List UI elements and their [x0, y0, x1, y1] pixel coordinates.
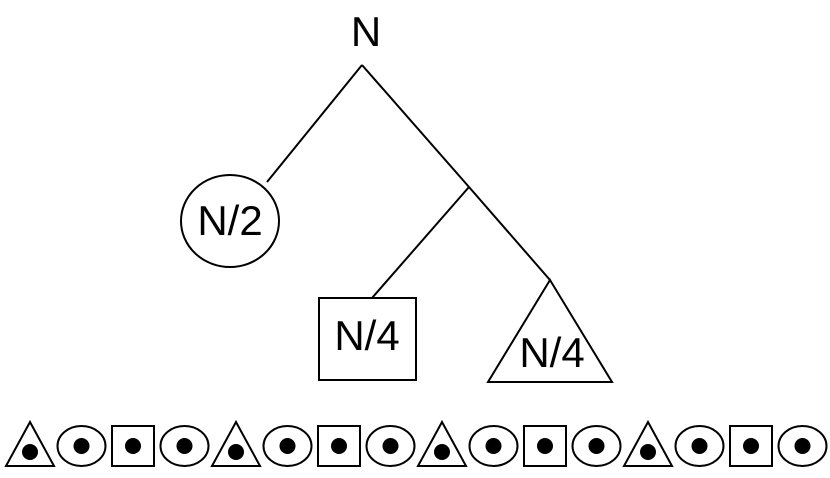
sequence-item-triangle	[416, 419, 468, 467]
sequence-dot	[331, 438, 347, 454]
triangle-node-shape	[486, 278, 614, 383]
sequence-dot	[691, 438, 708, 454]
sequence-item-circle	[262, 425, 313, 467]
sequence-dot	[743, 438, 759, 454]
square-node: N/4	[318, 297, 417, 381]
edge-branch-to-square	[371, 186, 470, 299]
edge-root-to-left	[266, 64, 363, 183]
sequence-item-circle	[159, 425, 210, 467]
sequence-item-triangle	[210, 419, 262, 467]
edge-root-to-branch	[361, 64, 470, 188]
sequence-row	[4, 419, 828, 467]
sequence-item-circle	[468, 425, 519, 467]
sequence-dot	[228, 444, 244, 460]
sequence-item-circle	[56, 425, 107, 467]
sequence-item-square	[111, 425, 155, 467]
sequence-item-triangle	[622, 419, 674, 467]
triangle-node: N/4	[486, 278, 614, 383]
sequence-item-circle	[571, 425, 622, 467]
sequence-dot	[279, 438, 296, 454]
sequence-dot	[176, 438, 193, 454]
sequence-dot	[485, 438, 502, 454]
sequence-dot	[73, 438, 90, 454]
square-node-label: N/4	[334, 312, 399, 359]
sequence-dot	[588, 438, 605, 454]
sequence-dot	[794, 438, 811, 454]
edge-branch-to-triangle	[468, 186, 551, 281]
circle-node-label: N/2	[197, 197, 262, 244]
sequence-dot	[537, 438, 553, 454]
circle-node-shape	[180, 174, 280, 268]
sequence-item-square	[523, 425, 567, 467]
sequence-item-circle	[365, 425, 416, 467]
sequence-item-circle	[674, 425, 725, 467]
sequence-item-circle	[777, 425, 828, 467]
sequence-dot	[434, 444, 450, 460]
triangle-node-label: N/4	[519, 329, 584, 376]
sequence-item-square	[317, 425, 361, 467]
sequence-dot	[125, 438, 141, 454]
sequence-item-square	[729, 425, 773, 467]
root-node-label: N	[351, 8, 381, 55]
sequence-dot	[640, 444, 656, 460]
sequence-dot	[382, 438, 399, 454]
square-node-shape	[318, 297, 417, 381]
circle-node: N/2	[180, 174, 280, 268]
sequence-item-triangle	[4, 419, 56, 467]
sequence-dot	[22, 444, 38, 460]
